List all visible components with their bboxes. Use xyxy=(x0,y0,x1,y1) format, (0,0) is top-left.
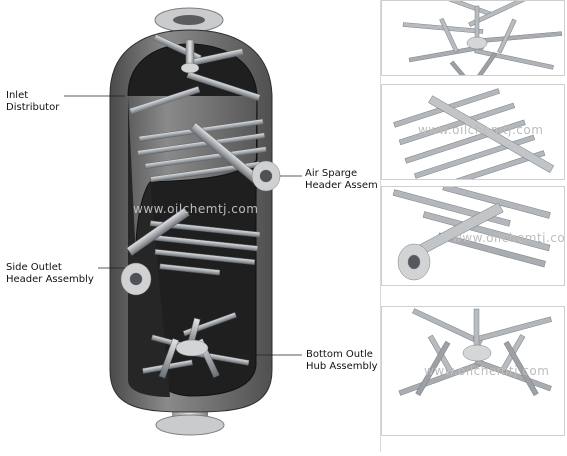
panel-radial-distributor xyxy=(381,0,565,76)
panel-hub-laterals: www.oilchemtj.com xyxy=(381,306,565,436)
divider xyxy=(380,0,381,452)
inlet-distributor xyxy=(129,34,261,115)
watermark-panel-4: www.oilchemtj.com xyxy=(424,364,550,378)
vessel-diagram: Inlet Distributor Air Sparge Header Asse… xyxy=(6,7,378,436)
label-side-outlet: Side Outlet Header Assembly xyxy=(6,262,94,285)
hub-laterals-image xyxy=(398,308,552,397)
label-air-sparge: Air Sparge Header Assem xyxy=(305,168,378,191)
header-lateral-image xyxy=(393,88,555,179)
air-sparge-header xyxy=(137,118,281,192)
watermark-panel-2: www.oilchemtj.com xyxy=(418,123,544,137)
flanged-header-image xyxy=(392,187,551,281)
radial-distributor-image xyxy=(402,1,563,75)
label-bottom-outlet: Bottom Outle Hub Assembly xyxy=(306,349,378,372)
watermark-main: www.oilchemtj.com xyxy=(133,202,259,216)
leader-lines xyxy=(64,95,302,356)
vessel-cutaway xyxy=(64,7,302,436)
label-inlet-distributor: Inlet Distributor xyxy=(6,90,60,113)
watermark-panel-3: www.oilchemtj.com xyxy=(452,231,565,245)
panel-flanged-header: www.oilchemtj.com xyxy=(381,186,565,286)
bottom-flange xyxy=(155,414,225,436)
panel-header-lateral: www.oilchemtj.com xyxy=(381,84,565,180)
side-outlet-header xyxy=(120,207,261,296)
bottom-outlet-hub xyxy=(142,312,250,379)
